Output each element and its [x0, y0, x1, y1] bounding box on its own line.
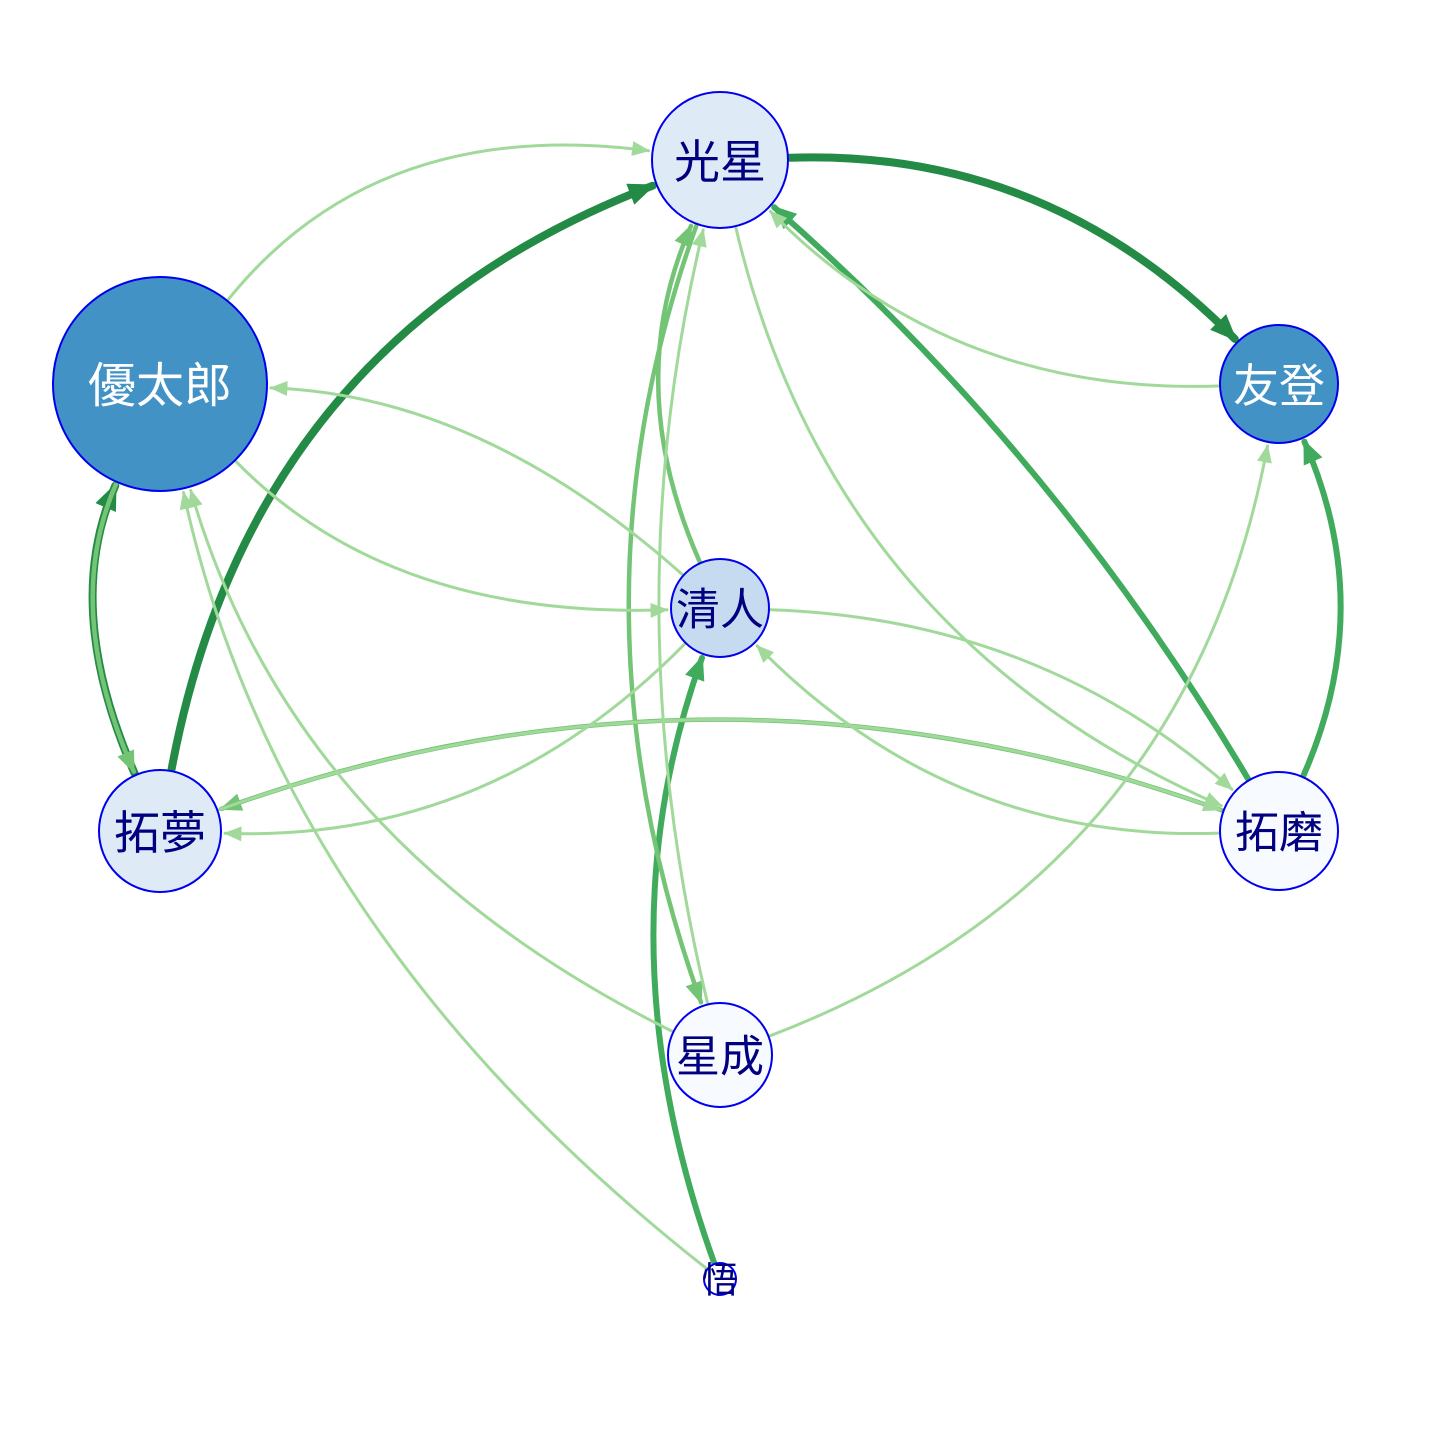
edge-takumu-to-koboshi [167, 181, 657, 774]
edge-yutaro-to-kiyoto [234, 460, 669, 618]
node-label-takumu: 拓夢 [114, 806, 206, 860]
edge-satoru-to-yutaro [179, 491, 708, 1270]
edge-satoru-to-kiyoto [650, 654, 717, 1266]
node-circle-yuto [1219, 324, 1339, 444]
node-label-seinari: 星成 [676, 1032, 764, 1083]
edge-yutaro-to-takumu [90, 481, 137, 774]
edge-takuma-to-kiyoto [755, 644, 1220, 836]
node-yuto: 友登 [1219, 324, 1339, 444]
node-label-takuma: 拓磨 [1235, 808, 1323, 859]
edge-koboshi-to-takuma [734, 226, 1223, 808]
edge-kiyoto-to-koboshi [655, 223, 702, 564]
node-circle-koboshi [651, 91, 789, 229]
node-circle-takuma [1219, 771, 1339, 891]
node-yutaro: 優太郎 [52, 276, 268, 492]
node-takumu: 拓夢 [98, 769, 222, 893]
edge-kiyoto-to-takuma [769, 608, 1234, 791]
node-circle-seinari [667, 1002, 773, 1108]
node-circle-takumu [98, 769, 222, 893]
node-label-satoru: 悟 [702, 1261, 738, 1302]
node-koboshi: 光星 [651, 91, 789, 229]
edge-yutaro-to-koboshi [227, 141, 651, 301]
edges-layer [88, 141, 1344, 1270]
edge-yuto-to-koboshi [768, 209, 1220, 388]
edge-kiyoto-to-takumu [223, 642, 686, 842]
node-kiyoto: 清人 [670, 558, 770, 658]
edge-seinari-to-koboshi [657, 228, 709, 1004]
node-seinari: 星成 [667, 1002, 773, 1108]
edge-takuma-to-koboshi [771, 204, 1251, 782]
node-label-kiyoto: 清人 [676, 585, 764, 636]
node-label-yutaro: 優太郎 [88, 358, 232, 414]
edge-takuma-to-yuto [1300, 438, 1344, 779]
node-satoru: 悟 [702, 1261, 738, 1302]
edge-seinari-to-yuto [768, 444, 1272, 1038]
node-circle-yutaro [52, 276, 268, 492]
node-circle-satoru [703, 1262, 737, 1296]
node-takuma: 拓磨 [1219, 771, 1339, 891]
edge-takumu-to-takuma [217, 718, 1222, 812]
edge-koboshi-to-yuto [786, 153, 1239, 343]
node-circle-kiyoto [670, 558, 770, 658]
node-label-yuto: 友登 [1233, 359, 1325, 413]
edge-seinari-to-yutaro [188, 489, 674, 1033]
node-label-koboshi: 光星 [674, 135, 766, 189]
edge-kiyoto-to-yutaro [269, 380, 684, 576]
